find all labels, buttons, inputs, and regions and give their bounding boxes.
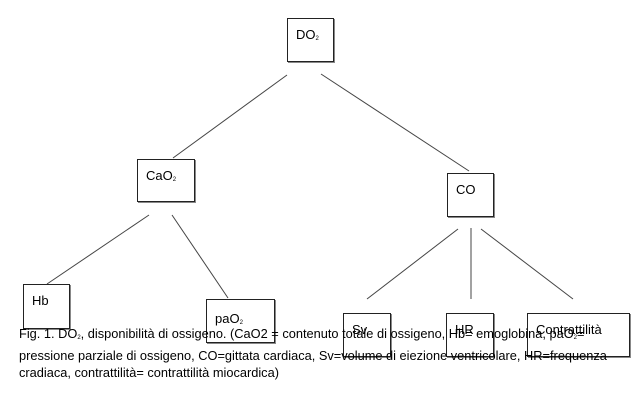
- node-subscript: 2: [315, 36, 319, 42]
- caption-part2: , disponibilità di ossigeno. (CaO2 = con…: [80, 326, 574, 341]
- node-hr: HR: [446, 313, 494, 357]
- node-subscript: 2: [172, 177, 177, 183]
- edge-co-contrattilita: [480, 228, 574, 300]
- edge-cao2-hb: [46, 214, 150, 285]
- node-contrattilita: Contrattilità: [527, 313, 630, 357]
- caption-sub1: 2: [77, 335, 81, 341]
- edge-co-sv: [366, 228, 459, 300]
- caption-part3: = pressione parziale di ossigeno, CO=git…: [19, 326, 607, 380]
- node-subscript: 2: [239, 320, 243, 326]
- node-label: CO: [456, 182, 476, 197]
- node-co: CO: [447, 173, 494, 217]
- node-hb: Hb: [23, 284, 70, 329]
- node-do2: DO2: [287, 18, 334, 62]
- node-label: Sv: [352, 322, 368, 337]
- figure-caption: Fig. 1. DO2, disponibilità di ossigeno. …: [19, 325, 619, 381]
- edge-do2-cao2: [172, 74, 288, 159]
- node-label: CaO: [146, 168, 173, 183]
- edge-cao2-pao2: [171, 214, 229, 299]
- node-pao2: paO2: [206, 299, 275, 343]
- node-label: Hb: [32, 293, 49, 308]
- node-label: DO: [296, 27, 316, 42]
- node-label: HR: [455, 322, 474, 337]
- edge-do2-co: [320, 73, 470, 172]
- node-label: paO: [215, 311, 240, 326]
- caption-part1: Fig. 1. DO: [19, 326, 78, 341]
- node-sv: Sv: [343, 313, 391, 357]
- node-cao2: CaO2: [137, 159, 195, 202]
- node-label: Contrattilità: [536, 322, 602, 337]
- caption-sub2: 2: [573, 335, 577, 341]
